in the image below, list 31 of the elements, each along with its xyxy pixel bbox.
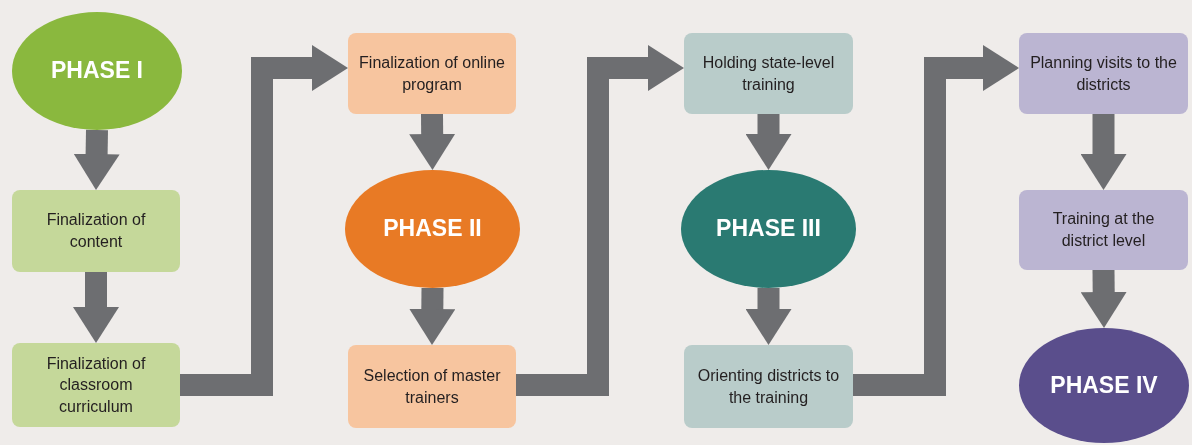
process-box: [12, 190, 180, 272]
arrow: [73, 129, 120, 191]
arrow: [516, 45, 684, 396]
arrow: [180, 45, 348, 396]
step-label: Training at the district level: [1051, 209, 1156, 251]
phase-label: PHASE III: [715, 214, 822, 244]
process-box: [348, 33, 516, 114]
phase-label: PHASE II: [382, 214, 483, 244]
phase-label: PHASE IV: [1049, 370, 1159, 400]
arrow: [1080, 269, 1127, 329]
arrow: [853, 45, 1019, 396]
step-label: Planning visits to the districts: [1029, 52, 1178, 95]
arrow: [409, 113, 456, 171]
process-box: [684, 33, 853, 114]
step-label: Orienting districts to the training: [696, 365, 841, 408]
arrow: [73, 272, 119, 343]
phase-label: PHASE I: [50, 56, 144, 86]
arrow: [745, 288, 792, 345]
process-box: [12, 343, 180, 427]
step-label: Finalization of content: [45, 210, 147, 252]
step-label: Finalization of classroom curriculum: [45, 353, 147, 417]
process-box: [1019, 33, 1188, 114]
arrow: [409, 287, 456, 346]
arrow: [1080, 114, 1127, 190]
process-box: [684, 345, 853, 428]
process-box: [1019, 190, 1188, 270]
step-label: Selection of master trainers: [362, 365, 502, 408]
step-label: Holding state-level training: [701, 52, 836, 95]
arrow: [745, 114, 792, 170]
process-box: [348, 345, 516, 428]
step-label: Finalization of online program: [358, 52, 506, 95]
